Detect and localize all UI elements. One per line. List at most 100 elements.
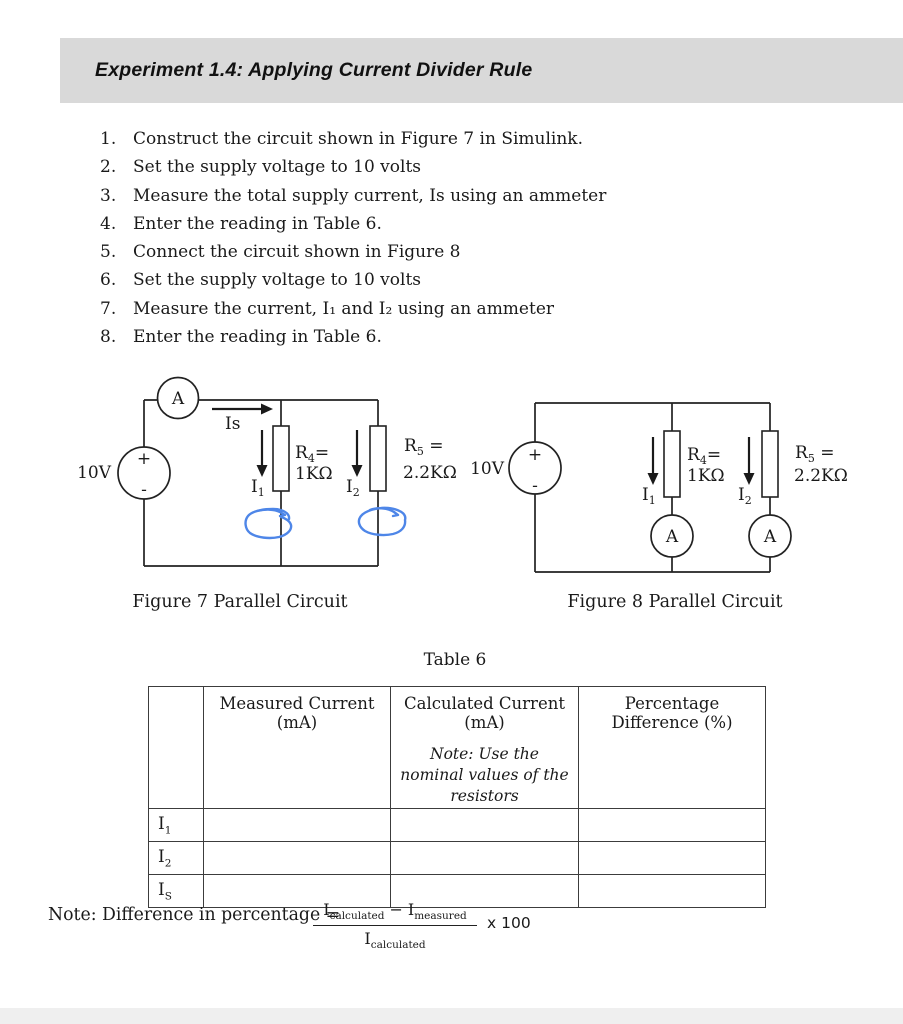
results-table: Measured Current (mA) Calculated Current… (148, 686, 766, 908)
step-item: 2. Set the supply voltage to 10 volts (100, 157, 740, 185)
bottom-margin-band (0, 1008, 903, 1024)
resistor-r4-value: 1KΩ (295, 464, 333, 484)
branch2-current-label: I2 (346, 477, 360, 499)
circuit-wires (143, 399, 379, 567)
plus-terminal-label: + (528, 445, 542, 465)
step-text: Measure the current, I₁ and I₂ using an … (133, 298, 555, 319)
cell-i2-calculated (390, 840, 579, 875)
figure7-circuit-diagram: + - 10V A Is I1 I2 R4= 1KΩ R5 = 2.2KΩ (77, 376, 457, 567)
step-number: 4. (100, 213, 117, 234)
step-text: Connect the circuit shown in Figure 8 (133, 242, 461, 263)
minus-operator: − (389, 900, 403, 919)
table-row: I1 (148, 807, 766, 842)
resistor-r5-name: R5 = (404, 436, 443, 458)
minus-terminal-label: - (141, 480, 147, 500)
step-number: 7. (100, 298, 117, 319)
step-text: Enter the reading in Table 6. (133, 213, 382, 234)
step-text: Construct the circuit shown in Figure 7 … (133, 129, 583, 149)
resistor-r4-name: R4= (295, 443, 329, 465)
resistor-r4-value: 1KΩ (687, 466, 725, 486)
branch1-current-arrow (256, 430, 268, 477)
step-item: 4. Enter the reading in Table 6. (100, 214, 740, 242)
ammeter-branch1: A (650, 514, 694, 558)
table-row: I2 (148, 840, 766, 875)
resistor-r5 (369, 425, 387, 492)
branch1-current-label: I1 (642, 485, 656, 507)
ammeter-label: A (171, 389, 185, 409)
supply-voltage-label: 10V (77, 463, 112, 483)
ammeter-label: A (665, 527, 679, 547)
supply-current-arrow (212, 403, 273, 415)
row-label-is: IS (148, 873, 204, 908)
step-item: 5. Connect the circuit shown in Figure 8 (100, 242, 740, 270)
step-number: 2. (100, 157, 117, 178)
table-title: Table 6 (423, 650, 487, 670)
branch2-current-label: I2 (738, 485, 752, 507)
step-number: 6. (100, 270, 117, 291)
step-item: 1. Construct the circuit shown in Figure … (100, 129, 740, 157)
ammeter-label: A (763, 527, 777, 547)
scribble-annotation-1-tail (255, 508, 287, 518)
resistor-r5-name: R5 = (795, 443, 834, 465)
col-header-percentage: Percentage Difference (%) (578, 686, 766, 809)
blue-scribble-annotations (244, 506, 407, 540)
nominal-values-note: Note: Use the nominal values of the resi… (400, 745, 569, 805)
plus-terminal-label: + (137, 449, 151, 469)
col-header-calculated: Calculated Current (mA) Note: Use the no… (390, 686, 579, 809)
step-item: 8. Enter the reading in Table 6. (100, 327, 740, 355)
step-number: 3. (100, 185, 117, 206)
supply-current-label: Is (225, 414, 240, 434)
scribble-annotation-2 (357, 506, 407, 537)
step-text: Enter the reading in Table 6. (133, 327, 382, 348)
ammeter-branch2: A (748, 514, 792, 558)
step-item: 3. Measure the total supply current, Is u… (100, 186, 740, 214)
resistor-r4 (663, 430, 681, 498)
ammeter: A (156, 376, 200, 420)
cell-i1-percentage (578, 807, 766, 842)
formula-multiplier: x 100 (487, 914, 531, 932)
cell-is-calculated (390, 873, 579, 908)
step-item: 6. Set the supply voltage to 10 volts (100, 270, 740, 298)
cell-is-percentage (578, 873, 766, 908)
row-label-i2: I2 (148, 840, 204, 875)
step-text: Set the supply voltage to 10 volts (133, 270, 421, 291)
step-number: 5. (100, 242, 117, 263)
experiment-title: Experiment 1.4: Applying Current Divider… (95, 59, 533, 81)
cell-i1-calculated (390, 807, 579, 842)
formula-fraction: Icalculated−Imeasured Icalculated (313, 900, 477, 951)
resistor-r5-value: 2.2KΩ (794, 466, 848, 486)
step-text: Set the supply voltage to 10 volts (133, 157, 421, 178)
col-header-measured: Measured Current (mA) (203, 686, 391, 809)
header-band: Experiment 1.4: Applying Current Divider… (60, 38, 903, 103)
branch1-current-label: I1 (251, 477, 265, 499)
circuit-wires (534, 402, 771, 573)
row-label-i1: I1 (148, 807, 204, 842)
step-text: Measure the total supply current, Is usi… (133, 185, 607, 206)
table-row: IS (148, 873, 766, 908)
step-item: 7. Measure the current, I₁ and I₂ using a… (100, 299, 740, 327)
figure8-caption: Figure 8 Parallel Circuit (567, 592, 783, 612)
branch2-current-arrow (743, 437, 755, 485)
resistor-r5 (761, 430, 779, 498)
cell-i1-measured (203, 807, 391, 842)
resistor-r4 (272, 425, 290, 492)
corner-header-cell (148, 686, 204, 809)
table-header-row: Measured Current (mA) Calculated Current… (148, 686, 766, 809)
supply-voltage-label: 10V (470, 459, 505, 479)
resistor-r4-name: R4= (687, 445, 721, 467)
step-number: 1. (100, 129, 117, 149)
step-number: 8. (100, 327, 117, 348)
instruction-list: 1. Construct the circuit shown in Figure … (100, 129, 740, 355)
cell-i2-measured (203, 840, 391, 875)
resistor-r5-value: 2.2KΩ (403, 463, 457, 483)
voltage-source: + - (508, 441, 562, 496)
figure8-circuit-diagram: + - 10V I1 I2 R4= 1KΩ R5 = 2.2KΩ A A (470, 402, 848, 573)
formula-note-text: Note: Difference in percentage = (48, 905, 341, 925)
figure7-caption: Figure 7 Parallel Circuit (132, 592, 348, 612)
cell-i2-percentage (578, 840, 766, 875)
voltage-source: + - (117, 446, 171, 500)
branch1-current-arrow (647, 437, 659, 485)
branch2-current-arrow (351, 430, 363, 477)
minus-terminal-label: - (532, 476, 538, 496)
